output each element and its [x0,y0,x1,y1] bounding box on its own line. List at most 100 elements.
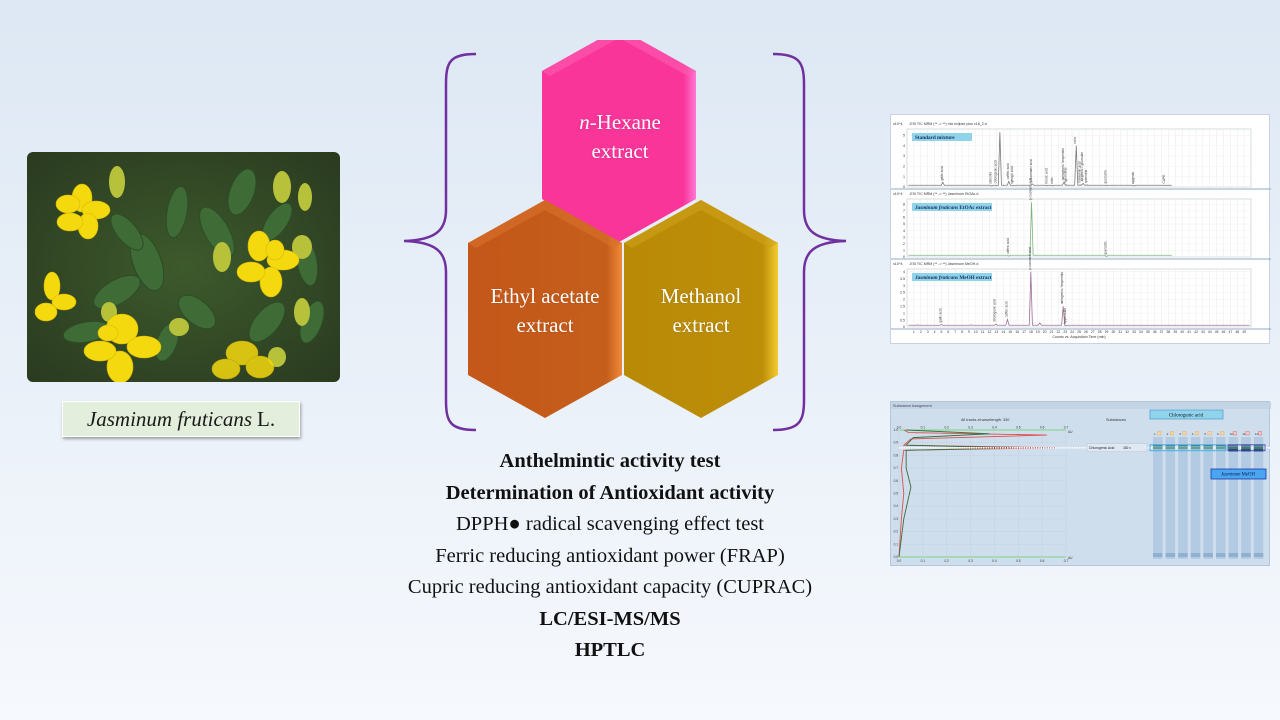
x-tick-label: 27 [1091,330,1095,334]
species-name: Jasminum fruticans [86,406,252,431]
track-number: 4 [1192,432,1194,436]
track-checkbox [1207,431,1212,436]
band [1241,445,1251,446]
track-checkbox [1220,431,1225,436]
x-tick-label: 5 [940,330,942,334]
x-tick-label: 0.5 [1016,426,1021,430]
flowers [34,183,300,382]
sample-label-box [1210,468,1267,480]
x-tick-label: 18 [1029,330,1033,334]
x-tick-label: 0.7 [1064,426,1069,430]
y-tick-label: 1 [903,175,905,179]
x-tick-label: 12 [988,330,992,334]
x-tick-label: 2 [920,330,922,334]
panel-label-box [912,203,992,211]
substance-selector [1086,443,1148,452]
track-checkbox [1258,431,1262,436]
hptlc-track [1228,437,1239,559]
x-tick-label: 39 [1173,330,1177,334]
x-tick-label: 38 [1167,330,1171,334]
hptlc-track [1253,437,1264,559]
y-tick-label: 0 [903,255,905,259]
x-tick-label: 29 [1105,330,1109,334]
chlorogenic-band [1228,446,1239,450]
sample-bands-frame [1227,444,1266,452]
right-brace [772,52,847,432]
peak-label: chlorogenic acid [993,160,997,183]
y-tick-label: 0.5 [894,492,899,496]
y-tick-label: 0.9 [894,441,899,445]
hptlc-track [1165,437,1176,559]
y-tick-label: 4 [903,270,905,274]
method-lcms: LC/ESI-MS/MS [539,607,681,630]
x-tick-label: 26 [1084,330,1088,334]
x-tick-label: 0.5 [1016,559,1021,563]
method-anthelmintic: Anthelmintic activity test [499,450,721,472]
chlorogenic-band [1253,446,1264,450]
hexagon-methanol [624,200,778,418]
x-tick-label: 25 [1077,330,1081,334]
x-tick-label: 22 [1056,330,1060,334]
x-tick-label: 19 [1036,330,1040,334]
peak-label: hyperoside [1063,308,1067,324]
x-tick-label: 17 [1022,330,1026,334]
band [1228,449,1239,452]
panel-label-text: Standard mixture [915,135,955,141]
x-tick-label: 23 [1063,330,1067,334]
x-tick-label: 0.7 [1064,559,1069,563]
title-bar [891,402,1271,409]
y-tick-label: 1.5 [900,304,905,308]
highlight-label: Chlorogenic acid [1169,414,1204,419]
hptlc-title: Substance Assignment [893,404,933,408]
x-tick-label: 47 [1228,330,1232,334]
track-number: 5 [1204,432,1206,436]
panel-label: Standard mixture [912,133,972,141]
plant-caption: Jasminum fruticans L. [62,401,300,437]
x-tick-label: 0.3 [968,426,973,430]
x-tick-label: 45 [1215,330,1219,334]
peak-label: caffeic acid [1004,301,1008,317]
peak-label: gallic acid [940,166,944,180]
panel-label-text: Jasminum fruticans EtOAc extract [914,205,992,211]
panel-label: Jasminum fruticans EtOAc extract [912,203,992,211]
hexagon-label-methanol: Methanol extract [660,284,742,337]
band [1178,445,1188,446]
x-tick-label: 3 [927,330,929,334]
method-antioxidant-heading: Determination of Antioxidant activity [445,481,775,504]
chlorogenic-band [1165,446,1176,450]
band [1203,445,1213,446]
peak-label: catechin [989,172,993,184]
track-checkbox [1182,431,1187,436]
peak-label: p-coumaric acid [1029,178,1033,201]
y-tick-label: 0.1 [894,542,899,546]
x-tick-label: 46 [1222,330,1226,334]
y-tick-label: 6 [903,216,905,220]
panel-header: -ESI TIC MRM (** -> **) Jasminum EtOAc.d [909,192,978,196]
hptlc-track [1178,437,1188,559]
chlorogenic-band [1203,446,1213,450]
peak-label: p-coumaric acid [1029,159,1033,182]
x-tick-label: 11 [981,330,985,334]
x-tick-label: 43 [1201,330,1205,334]
chlorogenic-band [1190,446,1201,450]
y-tick-label: 1 [903,249,905,253]
x-tick-label: 0.0 [897,559,902,563]
x-tick-label: 0.0 [897,426,902,430]
x-tick-label: 32 [1125,330,1129,334]
peak-label: syringic acid [1010,166,1014,184]
left-brace [403,52,477,432]
track-number: 11 [1242,432,1245,436]
y-tick-label: 0 [903,325,905,329]
application-zone [1178,553,1188,557]
y-tick-label: 1 [903,311,905,315]
hexagon-label-n-hexane: n-Hexane extract [579,110,661,163]
y-tick-label: 0.6 [894,479,899,483]
x-tick-label: 48 [1235,330,1239,334]
densitogram-sample-tracks [898,429,1014,558]
x-tick-label: 24 [1070,330,1074,334]
chlorogenic-band [1153,446,1163,450]
x-tick-label: 0.6 [1040,426,1045,430]
hptlc-track [1216,437,1226,559]
y-tick-label: 1.0 [894,428,899,432]
